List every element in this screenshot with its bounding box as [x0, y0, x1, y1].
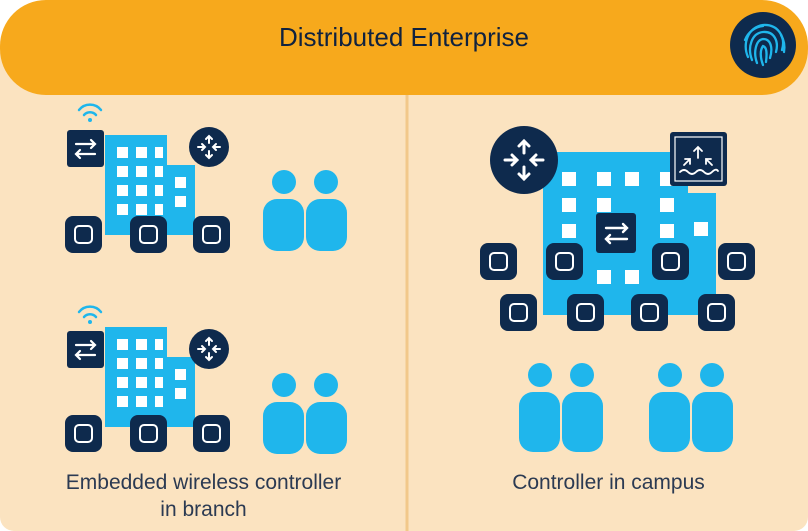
access-point-icon [480, 243, 517, 280]
header-bar [0, 0, 808, 95]
access-point-icon [567, 294, 604, 331]
router-icon [490, 126, 558, 194]
wireless-controller-icon [670, 132, 727, 186]
router-icon [189, 127, 229, 167]
left-caption-line-2: in branch [160, 498, 247, 521]
access-point-icon [193, 216, 230, 253]
access-point-icon [652, 243, 689, 280]
fingerprint-icon [730, 12, 796, 78]
building-icon [105, 327, 195, 427]
page-title: Distributed Enterprise [279, 22, 529, 52]
access-point-icon [500, 294, 537, 331]
wifi-icon [77, 305, 103, 324]
right-caption: Controller in campus [512, 471, 705, 494]
campus [480, 126, 755, 452]
access-point-icon [698, 294, 735, 331]
branch-2 [65, 305, 347, 454]
access-point-icon [130, 415, 167, 452]
router-icon [189, 329, 229, 369]
users-icon [649, 363, 733, 452]
switch-icon [67, 331, 104, 368]
switch-icon [67, 130, 104, 167]
access-point-icon [65, 415, 102, 452]
users-icon [519, 363, 603, 452]
access-point-icon [65, 216, 102, 253]
wifi-icon [77, 103, 103, 122]
access-point-icon [718, 243, 755, 280]
users-icon [263, 170, 347, 251]
access-point-icon [193, 415, 230, 452]
left-caption: Embedded wireless controller in branch [0, 469, 407, 523]
access-point-icon [546, 243, 583, 280]
access-point-icon [130, 216, 167, 253]
left-caption-line-1: Embedded wireless controller [65, 471, 342, 494]
users-icon [263, 373, 347, 454]
access-point-icon [631, 294, 668, 331]
branch-1 [65, 103, 347, 253]
switch-icon [596, 213, 636, 253]
